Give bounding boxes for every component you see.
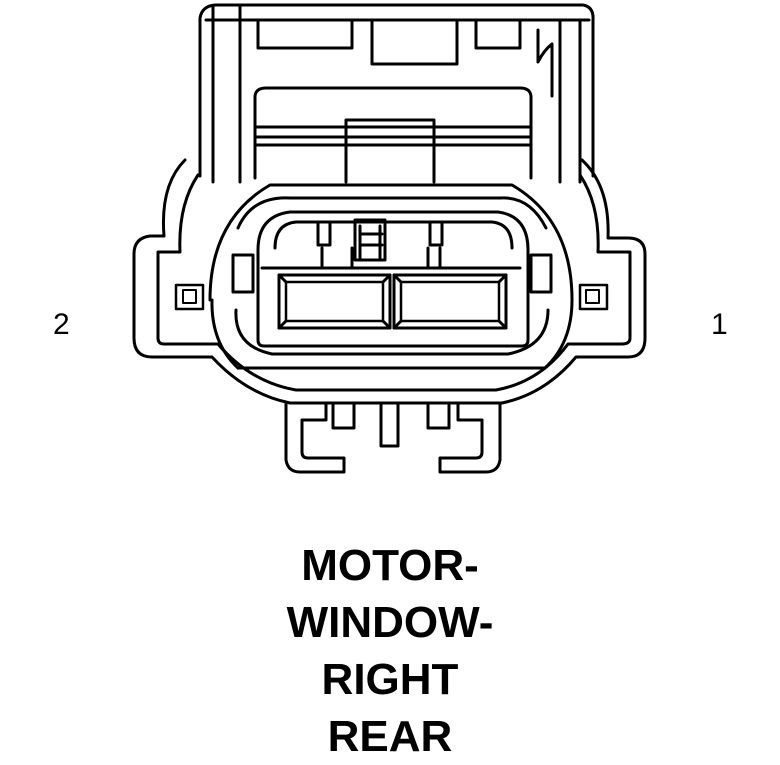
- cavity-walls: [208, 183, 574, 370]
- caption-line-1: MOTOR-: [301, 541, 479, 590]
- connector-caption: MOTOR- WINDOW- RIGHT REAR: [240, 537, 540, 765]
- caption-line-2: WINDOW-: [286, 598, 494, 647]
- terminal-cavity-1: [392, 273, 508, 330]
- bottom-tabs: [284, 401, 502, 474]
- outer-shroud: [132, 158, 647, 405]
- terminal-cavity-2: [277, 273, 392, 330]
- pin-label-1: 1: [711, 308, 728, 341]
- caption-line-3: RIGHT: [321, 655, 459, 704]
- terminal-block: [256, 210, 530, 348]
- latch-housing: [198, 3, 595, 184]
- caption-line-4: REAR: [327, 712, 453, 761]
- pin-label-2: 2: [53, 308, 70, 341]
